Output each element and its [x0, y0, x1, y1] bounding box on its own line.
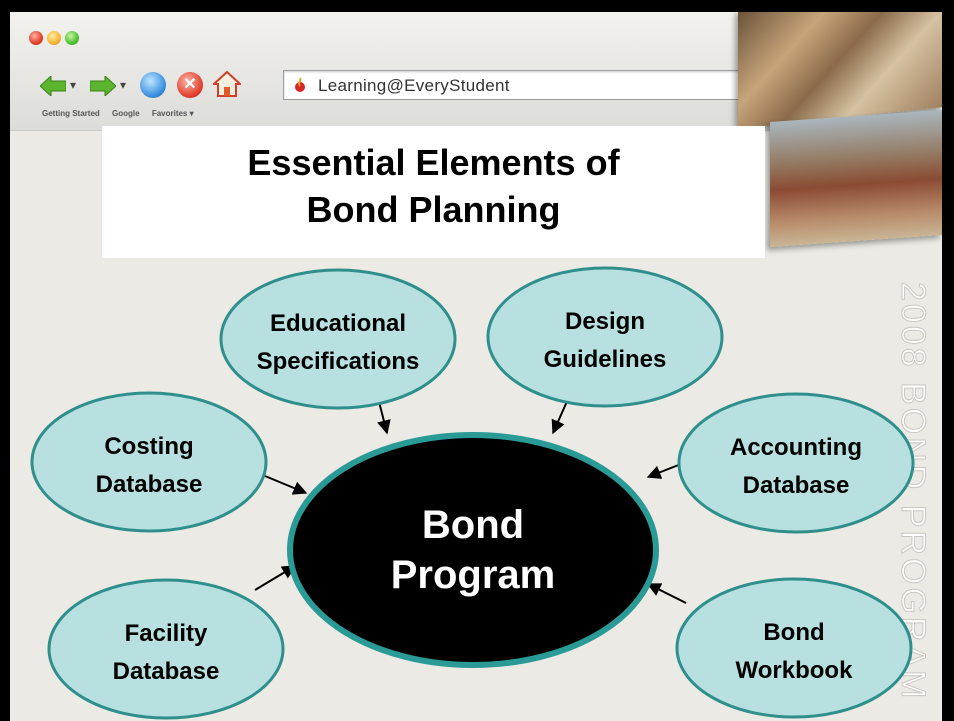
costing-database-ellipse	[30, 391, 268, 533]
bond-workbook-ellipse	[675, 577, 913, 719]
facility-database-arrow	[254, 565, 297, 591]
minimize-window-icon[interactable]	[47, 31, 61, 45]
stop-icon[interactable]: ✕	[177, 72, 203, 98]
costing-database-label-line-1: Costing	[104, 433, 193, 460]
bookmark-favorites[interactable]: Favorites ▾	[151, 109, 194, 118]
favicon-icon	[295, 77, 305, 92]
facility-database-label-line-1: Facility	[125, 620, 208, 647]
accounting-database-label-line-2: Database	[743, 472, 850, 499]
design-guidelines-label-line-1: Design	[565, 308, 645, 335]
educational-specifications-label-line-1: Educational	[270, 310, 406, 337]
title-panel: Essential Elements of Bond Planning	[102, 126, 765, 258]
back-arrow-icon[interactable]	[40, 76, 66, 96]
accounting-database-ellipse	[677, 392, 915, 534]
zoom-window-icon[interactable]	[65, 31, 79, 45]
costing-database-label-line-2: Database	[96, 471, 203, 498]
bond-workbook-label-line-2: Workbook	[736, 657, 854, 684]
close-window-icon[interactable]	[29, 31, 43, 45]
design-guidelines-label-line-2: Guidelines	[544, 346, 667, 373]
slide-title-line-2: Bond Planning	[306, 189, 561, 230]
bond-workbook-label-line-1: Bond	[763, 619, 824, 646]
bookmarks-bar: Getting Started Google Favorites ▾	[42, 109, 204, 118]
center-label-line-2: Program	[391, 553, 556, 597]
slide-frame: ▾ ▾ ✕ Learning@EveryStudent Getting Star…	[10, 12, 942, 721]
educational-specifications-ellipse	[219, 268, 457, 410]
center-ellipse	[287, 432, 659, 668]
forward-arrow-icon[interactable]	[90, 76, 116, 96]
reload-icon[interactable]	[140, 72, 166, 98]
facility-database-ellipse	[47, 578, 285, 720]
slide-title-line-1: Essential Elements of	[247, 142, 620, 183]
facility-database-label-line-2: Database	[113, 658, 220, 685]
center-label-line-1: Bond	[422, 503, 524, 547]
bookmark-google[interactable]: Google	[112, 109, 140, 118]
bond-workbook-arrow	[646, 583, 687, 604]
address-text: Learning@EveryStudent	[318, 76, 510, 95]
design-guidelines-ellipse	[486, 266, 724, 408]
back-dropdown-icon[interactable]: ▾	[70, 78, 77, 92]
bond-planning-diagram: EducationalSpecificationsDesignGuideline…	[30, 266, 915, 720]
educational-specifications-label-line-2: Specifications	[257, 348, 420, 375]
bookmark-getting-started[interactable]: Getting Started	[42, 109, 100, 118]
costing-database-arrow	[264, 475, 308, 495]
accounting-database-arrow	[646, 463, 682, 479]
forward-dropdown-icon[interactable]: ▾	[120, 78, 127, 92]
diagram-nodes: EducationalSpecificationsDesignGuideline…	[30, 266, 915, 720]
home-icon[interactable]	[213, 70, 241, 98]
accounting-database-label-line-1: Accounting	[730, 434, 862, 461]
